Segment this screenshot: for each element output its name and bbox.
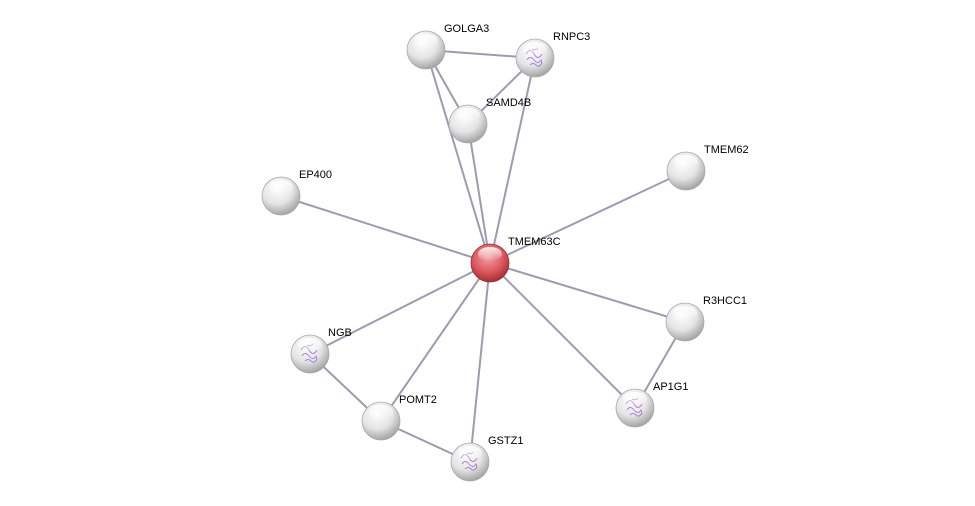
node-highlight	[523, 42, 547, 56]
node-golga3[interactable]: GOLGA3	[406, 23, 489, 70]
node-label: POMT2	[399, 394, 437, 406]
edge-ep400-tmem63c[interactable]	[280, 195, 491, 264]
node-label: TMEM63C	[508, 236, 561, 248]
node-label: RNPC3	[553, 31, 590, 43]
node-highlight	[673, 306, 697, 320]
edge-rnpc3-tmem63c[interactable]	[489, 57, 536, 264]
node-highlight	[674, 155, 698, 169]
node-tmem63c[interactable]: TMEM63C	[470, 236, 561, 283]
node-highlight	[456, 108, 480, 122]
node-highlight	[623, 392, 647, 406]
node-r3hcc1[interactable]: R3HCC1	[665, 295, 747, 342]
edge-r3hcc1-tmem63c[interactable]	[489, 262, 686, 323]
node-rnpc3[interactable]: RNPC3	[515, 31, 590, 78]
node-pomt2[interactable]: POMT2	[361, 394, 437, 441]
node-highlight	[478, 247, 502, 261]
edge-ap1g1-tmem63c[interactable]	[489, 262, 636, 409]
edge-pomt2-tmem63c[interactable]	[380, 262, 491, 422]
node-label: GOLGA3	[444, 23, 489, 35]
edge-samd4b-tmem63c[interactable]	[467, 123, 491, 264]
node-highlight	[298, 338, 322, 352]
node-gstz1[interactable]: GSTZ1	[450, 435, 523, 482]
edge-gstz1-tmem63c[interactable]	[469, 262, 491, 463]
node-tmem62[interactable]: TMEM62	[666, 144, 749, 191]
node-highlight	[414, 34, 438, 48]
edge-ngb-tmem63c[interactable]	[309, 262, 491, 355]
node-label: SAMD4B	[486, 97, 531, 109]
node-ep400[interactable]: EP400	[261, 169, 332, 216]
node-ap1g1[interactable]: AP1G1	[615, 381, 688, 428]
node-highlight	[458, 446, 482, 460]
edge-tmem62-tmem63c[interactable]	[489, 170, 687, 264]
node-label: NGB	[328, 327, 352, 339]
node-label: R3HCC1	[703, 295, 747, 307]
edge-golga3-tmem63c[interactable]	[425, 49, 491, 264]
node-highlight	[369, 405, 393, 419]
node-samd4b[interactable]: SAMD4B	[448, 97, 531, 144]
node-highlight	[269, 180, 293, 194]
node-label: TMEM62	[704, 144, 749, 156]
node-label: AP1G1	[653, 381, 688, 393]
node-ngb[interactable]: NGB	[290, 327, 352, 374]
node-label: GSTZ1	[488, 435, 523, 447]
node-label: EP400	[299, 169, 332, 181]
